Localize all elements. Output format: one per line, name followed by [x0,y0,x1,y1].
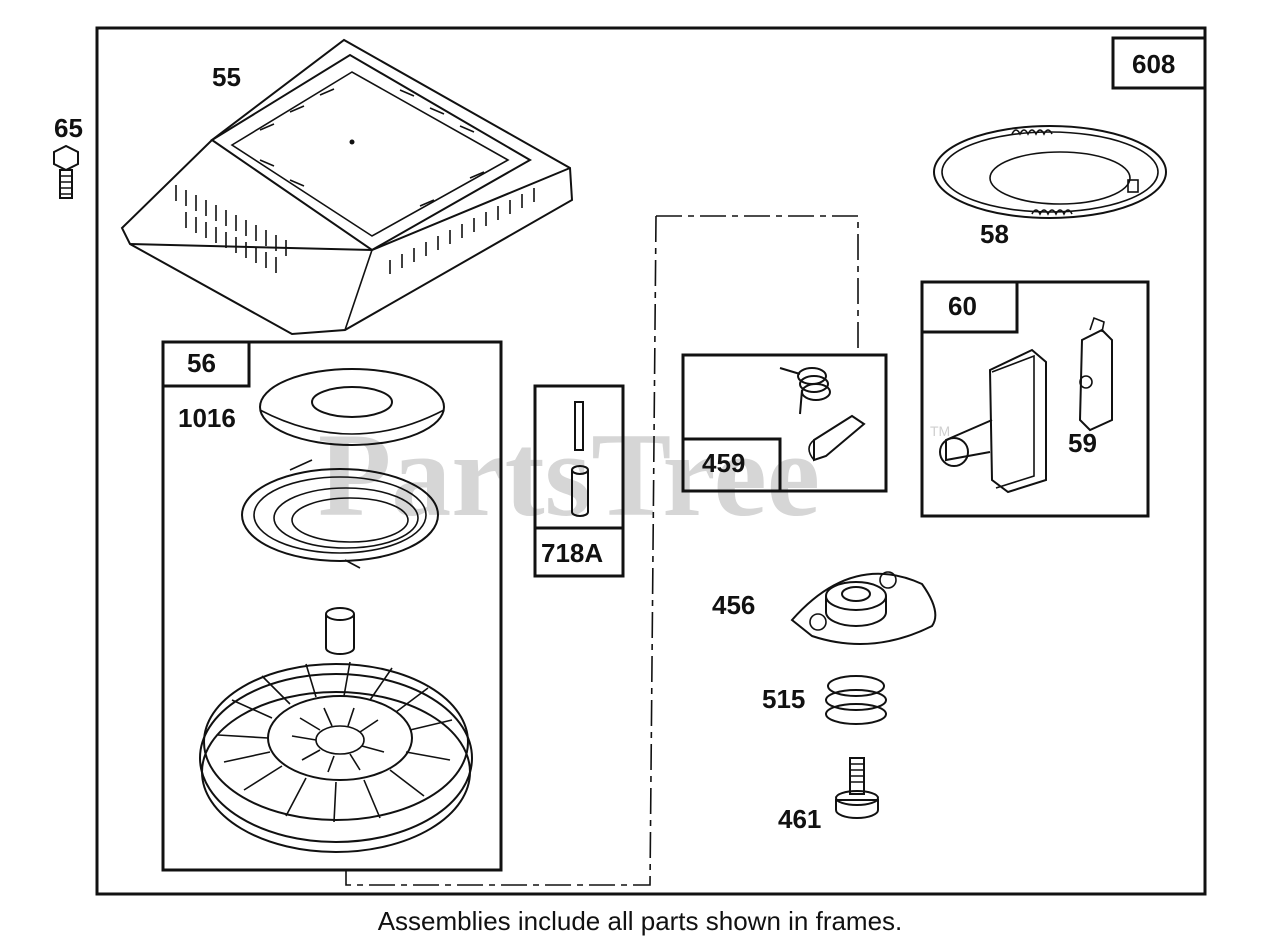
label-58: 58 [980,219,1009,249]
part-718A-pins [571,401,589,517]
label-459: 459 [702,448,745,478]
part-rewind-spring [241,459,439,569]
label-456: 456 [712,590,755,620]
part-456-retainer [790,571,937,645]
part-58-starter-rope [933,125,1167,219]
watermark-tm: TM [930,423,950,439]
outer-frame [95,26,1207,896]
part-pin [325,607,355,655]
label-59: 59 [1068,428,1097,458]
frame-459 [681,353,888,493]
housing-slots [175,88,535,274]
part-55-blower-housing [120,38,574,336]
pulley-vanes [217,661,453,823]
part-59-rope-insert [1078,316,1113,432]
part-65-bolt [53,144,79,199]
label-515: 515 [762,684,805,714]
part-459-spring-and-dog [779,367,866,462]
part-60-handle [939,348,1047,494]
frame-608-box [1111,36,1207,90]
frame-56 [161,340,503,872]
label-718A: 718A [541,538,603,568]
part-1016-washer [259,368,445,446]
label-60: 60 [948,291,977,321]
label-55: 55 [212,62,241,92]
label-608: 608 [1132,49,1175,79]
label-461: 461 [778,804,821,834]
frame-718A [533,384,625,578]
leader-lines [345,215,859,886]
part-461-screw [835,757,879,819]
frame-459-label-box [681,437,782,493]
label-1016: 1016 [178,403,236,433]
frame-60-label-box [920,280,1019,334]
part-pulley [199,663,473,853]
footer-caption: Assemblies include all parts shown in fr… [377,906,903,936]
part-515-spring [825,675,887,725]
frame-60 [920,280,1150,518]
frame-56-label-box [161,340,251,388]
label-56: 56 [187,348,216,378]
label-65: 65 [54,113,83,143]
watermark: PartsTree [318,408,820,541]
